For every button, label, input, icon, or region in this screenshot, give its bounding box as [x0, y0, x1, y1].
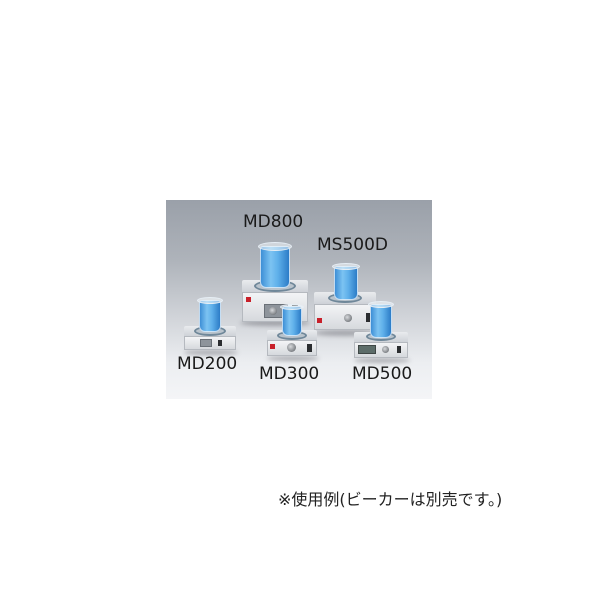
model-label-ms500d: MS500D [317, 235, 388, 255]
model-label-md800: MD800 [243, 212, 304, 232]
speed-knob-icon [344, 314, 352, 322]
product-photo: MD800 MS500D MD200 MD300 MD500 [166, 200, 432, 399]
power-switch-icon [366, 313, 371, 322]
speed-knob-icon [382, 346, 389, 353]
stirrer-md200 [184, 296, 240, 356]
stirrer-md300 [267, 304, 319, 362]
beaker-icon [370, 304, 392, 338]
brand-logo-icon [246, 297, 251, 302]
power-switch-icon [307, 344, 312, 352]
model-label-md300: MD300 [259, 364, 320, 384]
model-label-md200: MD200 [177, 354, 238, 374]
power-switch-icon [218, 340, 222, 346]
stirrer-md500 [354, 298, 412, 364]
speed-knob-icon [287, 343, 296, 352]
digital-display-icon [358, 345, 376, 354]
beaker-icon [334, 266, 358, 300]
brand-logo-icon [317, 318, 322, 323]
power-switch-icon [397, 346, 401, 353]
usage-example-caption: ※使用例(ビーカーは別売です。) [278, 490, 503, 509]
speed-knob-icon [269, 307, 277, 315]
brand-logo-icon [270, 344, 275, 349]
beaker-icon [282, 306, 302, 336]
beaker-icon [199, 300, 221, 332]
stirrer-ms500d [314, 256, 378, 336]
beaker-icon [260, 246, 290, 288]
model-label-md500: MD500 [352, 364, 413, 384]
